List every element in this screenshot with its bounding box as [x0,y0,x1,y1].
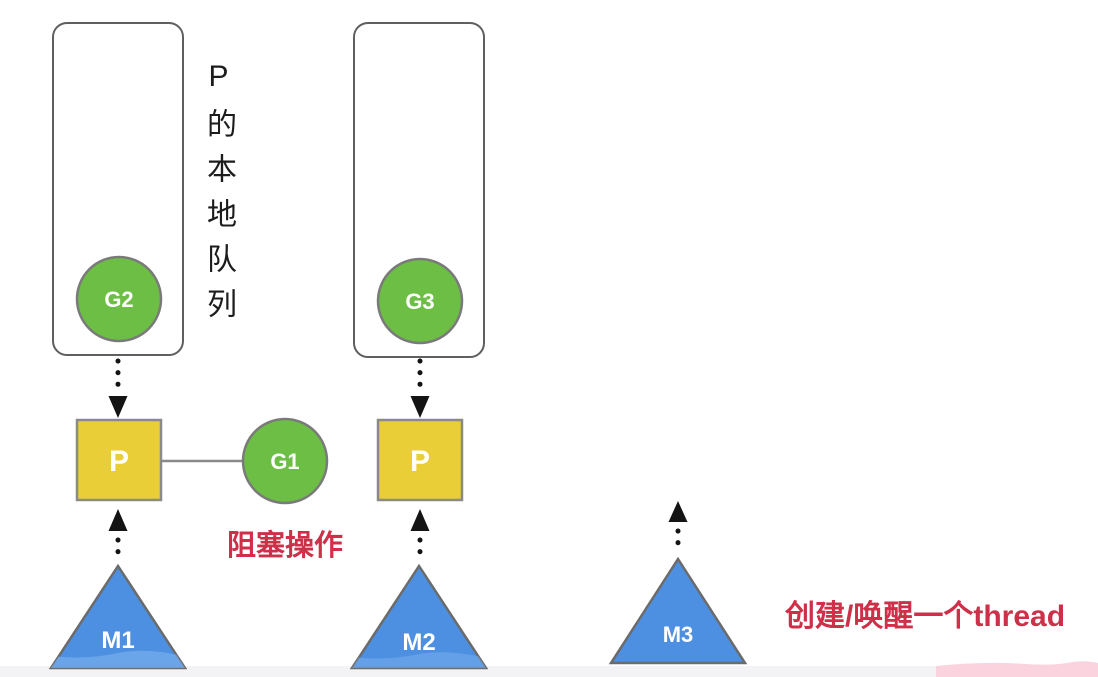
arrow-m2-to-p2 [410,509,430,566]
pink-highlight [936,661,1098,677]
blocking-operation-label: 阻塞操作 [227,530,344,562]
arrow-m3-up [668,501,688,557]
goroutine-g2: G2 [75,255,163,343]
machine-m2-label: M2 [402,629,435,656]
machine-m3-label: M3 [663,622,694,647]
processor-p2-label: P [410,445,430,478]
arrow-m1-to-p1 [108,509,128,566]
local-queue-label: P的本地队列 [202,60,235,333]
processor-p2: P [376,418,464,502]
create-wake-thread-label: 创建/唤醒一个thread [785,600,1066,633]
goroutine-g1: G1 [241,417,329,505]
goroutine-g3: G3 [376,257,464,345]
processor-p1: P [75,418,163,502]
machine-m3: M3 [608,556,748,665]
machine-m1-label: M1 [101,627,134,654]
goroutine-g3-label: G3 [405,289,434,314]
arrow-queue1-to-p1 [108,358,128,418]
goroutine-g1-label: G1 [270,449,299,474]
machine-m1: M1 [48,563,188,670]
bottom-strip [0,666,1098,677]
goroutine-g2-label: G2 [104,287,133,312]
machine-m2-wave [352,652,486,668]
machine-m2: M2 [349,563,489,670]
arrow-queue2-to-p2 [410,358,430,418]
processor-p1-label: P [109,445,129,478]
machine-m1-wave [51,650,185,668]
